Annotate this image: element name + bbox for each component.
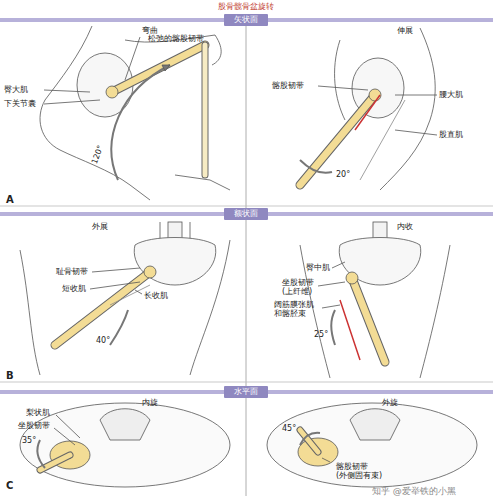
- part-label: 长收肌: [144, 291, 168, 300]
- part-label: 股直肌: [439, 130, 463, 139]
- motion-name: 伸展: [397, 26, 413, 35]
- motion-name: 内收: [397, 222, 413, 231]
- plane-band: 额状面: [224, 208, 268, 220]
- angle-value: 20°: [336, 170, 350, 179]
- part-label: 腰大肌: [439, 90, 463, 99]
- motion-name: 内旋: [142, 398, 158, 407]
- plane-name: 矢状面: [234, 15, 258, 24]
- panel-letter: B: [6, 370, 14, 382]
- panel-letter: C: [6, 480, 13, 492]
- watermark: 知乎 @爱举铁的小黑: [372, 486, 456, 496]
- motion-name: 外展: [92, 222, 108, 231]
- part-label: 臀大肌: [4, 85, 28, 94]
- part-label: 松弛的髂股韧带: [148, 34, 204, 43]
- part-label: 耻骨韧带: [56, 267, 88, 276]
- part-label: 坐股韧带 (上纤维): [282, 278, 318, 296]
- plane-name: 水平面: [234, 387, 258, 396]
- part-label: 坐股韧带: [18, 421, 50, 430]
- panel-letter: A: [6, 194, 14, 206]
- figure-title: 股骨髋骨盆旋转: [218, 1, 274, 12]
- part-label: 下关节囊: [4, 99, 36, 108]
- angle-value: 45°: [282, 424, 296, 433]
- angle-value: 25°: [314, 330, 328, 339]
- plane-band: 矢状面: [224, 14, 268, 26]
- angle-value: 40°: [96, 336, 110, 345]
- part-label: 梨状肌: [26, 408, 50, 417]
- plane-name: 额状面: [234, 209, 258, 218]
- angle-value: 35°: [22, 436, 36, 445]
- motion-name: 弯曲: [142, 26, 158, 35]
- angle-value: 120°: [90, 144, 105, 165]
- part-label: 阔筋膜张肌 和髂胫束: [274, 300, 320, 318]
- part-label: 髂股韧带: [272, 81, 304, 90]
- part-label: 髂股韧带 (外侧固有束): [336, 462, 392, 480]
- part-label: 臀中肌: [306, 263, 330, 272]
- part-label: 短收肌: [62, 284, 86, 293]
- plane-band: 水平面: [224, 386, 268, 398]
- motion-name: 外旋: [382, 398, 398, 407]
